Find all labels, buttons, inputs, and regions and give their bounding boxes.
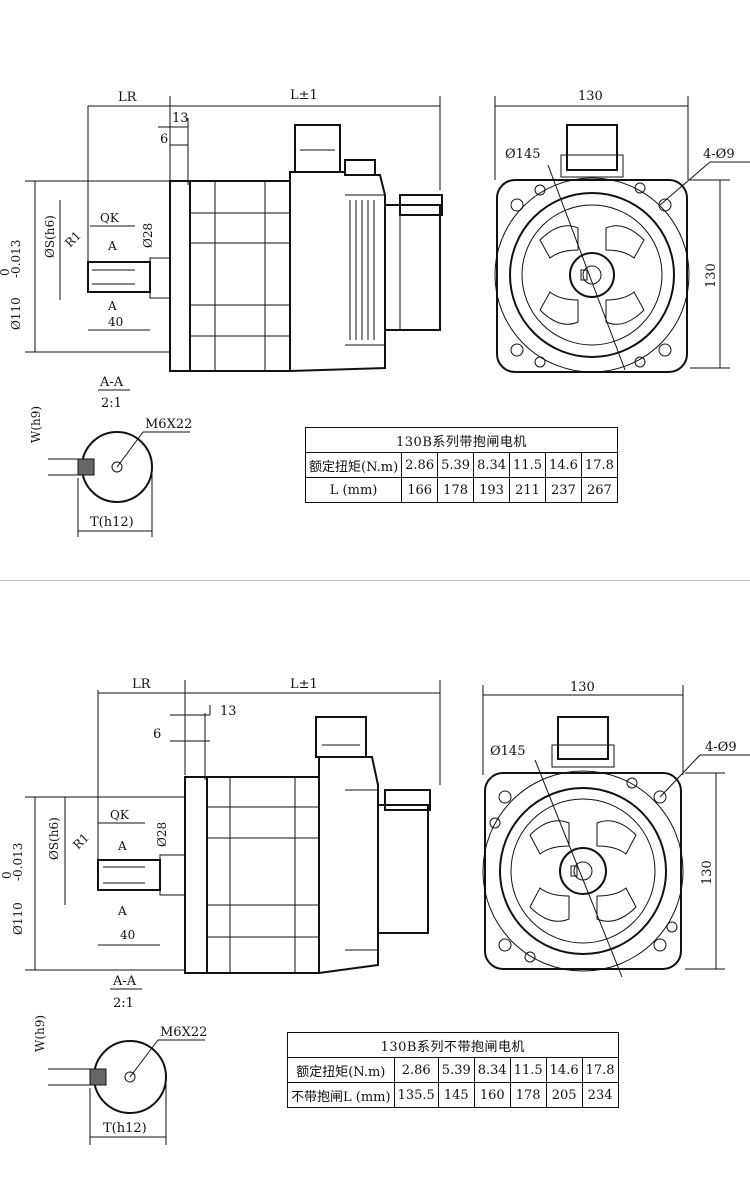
row-label-length: L (mm)	[304, 477, 403, 503]
table-row: 额定扭矩(N.m) 2.86 5.39 8.34 11.5 14.6 17.8	[287, 1057, 619, 1083]
table-row: L (mm) 166 178 193 211 237 267	[304, 477, 618, 503]
dim-l-label: L±1	[290, 88, 318, 103]
front-view: 130 Ø145 4-Ø9 130	[482, 680, 750, 978]
dim-r1-label: R1	[62, 228, 84, 250]
length-cell: 178	[509, 1082, 547, 1108]
torque-cell: 5.39	[437, 1057, 475, 1083]
row-label-length: 不带抱闸L (mm)	[287, 1082, 395, 1108]
dim-tol-lower: -0.013	[11, 843, 25, 881]
length-cell: 211	[509, 477, 546, 503]
front-view: 130 Ø145 4-Ø9 130	[494, 89, 750, 373]
length-cell: 205	[545, 1082, 583, 1108]
dim-w-label: W(h9)	[29, 406, 43, 443]
row-label-torque: 额定扭矩(N.m)	[304, 452, 403, 478]
section-view: A-A 2:1 M6X22 W(h9) T(h12)	[29, 375, 192, 537]
length-cell: 166	[401, 477, 439, 503]
section-scale: 2:1	[101, 396, 122, 411]
length-cell: 135.5	[393, 1082, 439, 1108]
torque-cell: 2.86	[401, 452, 439, 478]
dim-holes-label: 4-Ø9	[705, 740, 737, 755]
dim-lr-label: LR	[118, 90, 138, 105]
dim-phis-label: ØS(h6)	[43, 215, 57, 258]
table-row: 额定扭矩(N.m) 2.86 5.39 8.34 11.5 14.6 17.8	[304, 452, 618, 478]
spec-table-without-brake: 130B系列不带抱闸电机 额定扭矩(N.m) 2.86 5.39 8.34 11…	[287, 1032, 619, 1108]
dim-qk-label: QK	[100, 211, 120, 225]
dim-tol-upper: 0	[0, 268, 12, 276]
torque-cell: 17.8	[581, 1057, 619, 1083]
section-title: A-A	[99, 375, 124, 390]
dim-lr-label: LR	[132, 677, 152, 692]
length-cell: 237	[544, 477, 582, 503]
dim-6-label: 6	[153, 727, 161, 742]
dim-w-label: W(h9)	[33, 1015, 47, 1052]
dim-13-label: 13	[172, 111, 189, 126]
dim-130-side-label: 130	[704, 263, 719, 288]
row-label-torque: 额定扭矩(N.m)	[287, 1057, 395, 1083]
length-cell: 193	[473, 477, 511, 503]
dim-6-label: 6	[160, 132, 168, 147]
dim-40-label: 40	[108, 315, 123, 329]
drawing-with-brake: LR L±1 13 6	[0, 0, 750, 580]
spec-table-with-brake: 130B系列带抱闸电机 额定扭矩(N.m) 2.86 5.39 8.34 11.…	[304, 427, 618, 503]
section-mark-a-bottom: A	[107, 299, 117, 313]
dim-130-side-label: 130	[700, 860, 715, 885]
dim-phi145-label: Ø145	[505, 147, 540, 162]
table-row: 不带抱闸L (mm) 135.5 145 160 178 205 234	[287, 1082, 619, 1108]
section-mark-a-bottom: A	[117, 904, 127, 918]
length-cell: 160	[473, 1082, 511, 1108]
table-title: 130B系列不带抱闸电机	[287, 1032, 619, 1058]
length-cell: 267	[580, 477, 618, 503]
torque-cell: 14.6	[544, 452, 582, 478]
torque-cell: 11.5	[509, 452, 546, 478]
section-view: A-A 2:1 M6X22 W(h9) T(h12)	[33, 974, 207, 1145]
motor-drawing-top: LR L±1 13 6	[0, 88, 750, 537]
torque-cell: 14.6	[545, 1057, 583, 1083]
side-view: LR L±1 13 6	[0, 88, 443, 372]
torque-cell: 11.5	[509, 1057, 547, 1083]
section-title: A-A	[112, 974, 137, 989]
dim-130-top-label: 130	[570, 680, 595, 695]
dim-phi145-label: Ø145	[490, 744, 525, 759]
length-cell: 145	[437, 1082, 475, 1108]
dim-40-label: 40	[120, 928, 135, 942]
torque-cell: 8.34	[473, 1057, 511, 1083]
dim-130-top-label: 130	[578, 89, 603, 104]
dim-t-label: T(h12)	[103, 1121, 147, 1136]
side-view: LR L±1 13 6 Ø110 0 -0.013 ØS(h6)	[0, 677, 441, 974]
dim-tol-upper: 0	[0, 871, 14, 879]
drawing-without-brake: LR L±1 13 6 Ø110 0 -0.013 ØS(h6)	[0, 585, 750, 1197]
dim-phi28-label: Ø28	[141, 223, 155, 248]
torque-cell: 5.39	[437, 452, 475, 478]
motor-drawing-bottom: LR L±1 13 6 Ø110 0 -0.013 ØS(h6)	[0, 677, 750, 1145]
section-mark-a-top: A	[107, 239, 117, 253]
torque-cell: 8.34	[473, 452, 511, 478]
thread-label: M6X22	[145, 417, 192, 432]
dim-qk-label: QK	[110, 808, 130, 822]
dim-holes-label: 4-Ø9	[703, 147, 735, 162]
length-cell: 178	[437, 477, 475, 503]
dim-t-label: T(h12)	[90, 515, 134, 530]
length-cell: 234	[581, 1082, 619, 1108]
dim-phi110-label: Ø110	[9, 297, 23, 330]
section-mark-a-top: A	[117, 839, 127, 853]
dim-tol-lower: -0.013	[9, 240, 23, 278]
dim-l-label: L±1	[290, 677, 318, 692]
torque-cell: 2.86	[393, 1057, 439, 1083]
dim-13-label: 13	[220, 704, 237, 719]
dim-r1-label: R1	[70, 830, 92, 852]
dim-phis-label: ØS(h6)	[47, 817, 61, 860]
dim-phi110-label: Ø110	[11, 902, 25, 935]
torque-cell: 17.8	[580, 452, 618, 478]
section-divider	[0, 580, 750, 581]
thread-label: M6X22	[160, 1025, 207, 1040]
section-scale: 2:1	[113, 996, 134, 1011]
table-title: 130B系列带抱闸电机	[305, 427, 618, 453]
dim-phi28-label: Ø28	[155, 822, 169, 847]
